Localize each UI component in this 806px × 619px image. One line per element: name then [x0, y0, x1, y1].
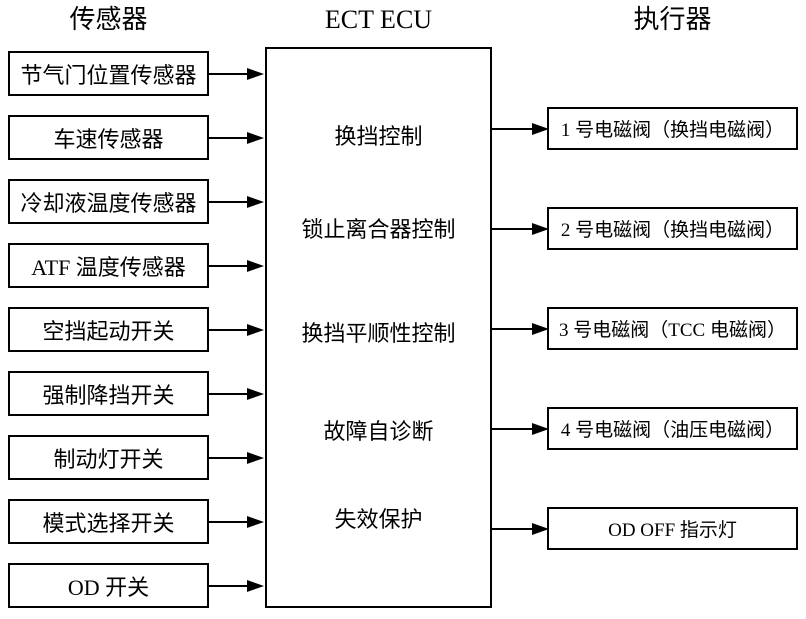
arrow-right-icon — [207, 579, 264, 592]
sensor-label: 冷却液温度传感器 — [20, 190, 197, 216]
sensor-label: 模式选择开关 — [42, 510, 175, 536]
actuator-label: 4 号电磁阀（油压电磁阀） — [560, 420, 785, 441]
ecu-function-lockup-clutch-control: 锁止离合器控制 — [301, 217, 456, 242]
sensor-box-kickdown-switch: 强制降挡开关 — [8, 371, 264, 416]
actuators-column-header: 执行器 — [633, 5, 712, 34]
sensors-column: 节气门位置传感器 车速传感器 冷却液温度传感器 ATF 温度传感器 空挡起动开关… — [8, 51, 264, 608]
actuator-box-od-off-indicator: OD OFF 指示灯 — [492, 507, 798, 550]
sensor-box-coolant-temp: 冷却液温度传感器 — [8, 179, 264, 224]
arrow-right-icon — [207, 131, 264, 144]
ecu-function-self-diagnosis: 故障自诊断 — [323, 419, 434, 444]
ecu-function-shift-smoothness-control: 换挡平顺性控制 — [301, 321, 456, 346]
sensor-box-od-switch: OD 开关 — [8, 563, 264, 608]
sensors-column-header: 传感器 — [69, 5, 148, 34]
ecu-box: 换挡控制 锁止离合器控制 换挡平顺性控制 故障自诊断 失效保护 — [265, 47, 492, 608]
actuator-label: 2 号电磁阀（换挡电磁阀） — [560, 220, 785, 241]
sensor-box-throttle-position: 节气门位置传感器 — [8, 51, 264, 96]
actuator-label: OD OFF 指示灯 — [608, 520, 737, 541]
actuators-column: 1 号电磁阀（换挡电磁阀） 2 号电磁阀（换挡电磁阀） 3 号电磁阀（TCC 电… — [492, 107, 798, 550]
arrow-right-icon — [207, 195, 264, 208]
arrow-right-icon — [207, 387, 264, 400]
ecu-function-shift-control: 换挡控制 — [334, 124, 423, 149]
arrow-right-icon — [492, 522, 549, 535]
sensor-box-atf-temp: ATF 温度传感器 — [8, 243, 264, 288]
arrow-right-icon — [207, 451, 264, 464]
actuator-label: 1 号电磁阀（换挡电磁阀） — [560, 120, 785, 141]
ecu-function-fail-safe: 失效保护 — [334, 507, 423, 532]
sensor-label: OD 开关 — [67, 574, 150, 600]
sensor-box-vehicle-speed: 车速传感器 — [8, 115, 264, 160]
sensor-box-brake-light-switch: 制动灯开关 — [8, 435, 264, 480]
sensor-label: 强制降挡开关 — [42, 382, 175, 408]
sensor-label: ATF 温度传感器 — [31, 254, 186, 280]
actuator-box-solenoid-2: 2 号电磁阀（换挡电磁阀） — [492, 207, 798, 250]
arrow-right-icon — [207, 323, 264, 336]
ecu-column-header: ECT ECU — [324, 5, 433, 34]
sensor-label: 节气门位置传感器 — [20, 62, 197, 88]
sensor-label: 空挡起动开关 — [42, 318, 175, 344]
arrow-right-icon — [492, 222, 549, 235]
arrow-right-icon — [207, 67, 264, 80]
sensor-label: 制动灯开关 — [53, 446, 164, 472]
actuator-box-solenoid-3: 3 号电磁阀（TCC 电磁阀） — [492, 307, 798, 350]
arrow-right-icon — [492, 122, 549, 135]
sensor-box-mode-select-switch: 模式选择开关 — [8, 499, 264, 544]
actuator-label: 3 号电磁阀（TCC 电磁阀） — [559, 320, 786, 341]
actuator-box-solenoid-1: 1 号电磁阀（换挡电磁阀） — [492, 107, 798, 150]
arrow-right-icon — [492, 422, 549, 435]
arrow-right-icon — [207, 515, 264, 528]
arrow-right-icon — [207, 259, 264, 272]
sensor-label: 车速传感器 — [53, 126, 164, 152]
arrow-right-icon — [492, 322, 549, 335]
actuator-box-solenoid-4: 4 号电磁阀（油压电磁阀） — [492, 407, 798, 450]
sensor-box-neutral-start-switch: 空挡起动开关 — [8, 307, 264, 352]
